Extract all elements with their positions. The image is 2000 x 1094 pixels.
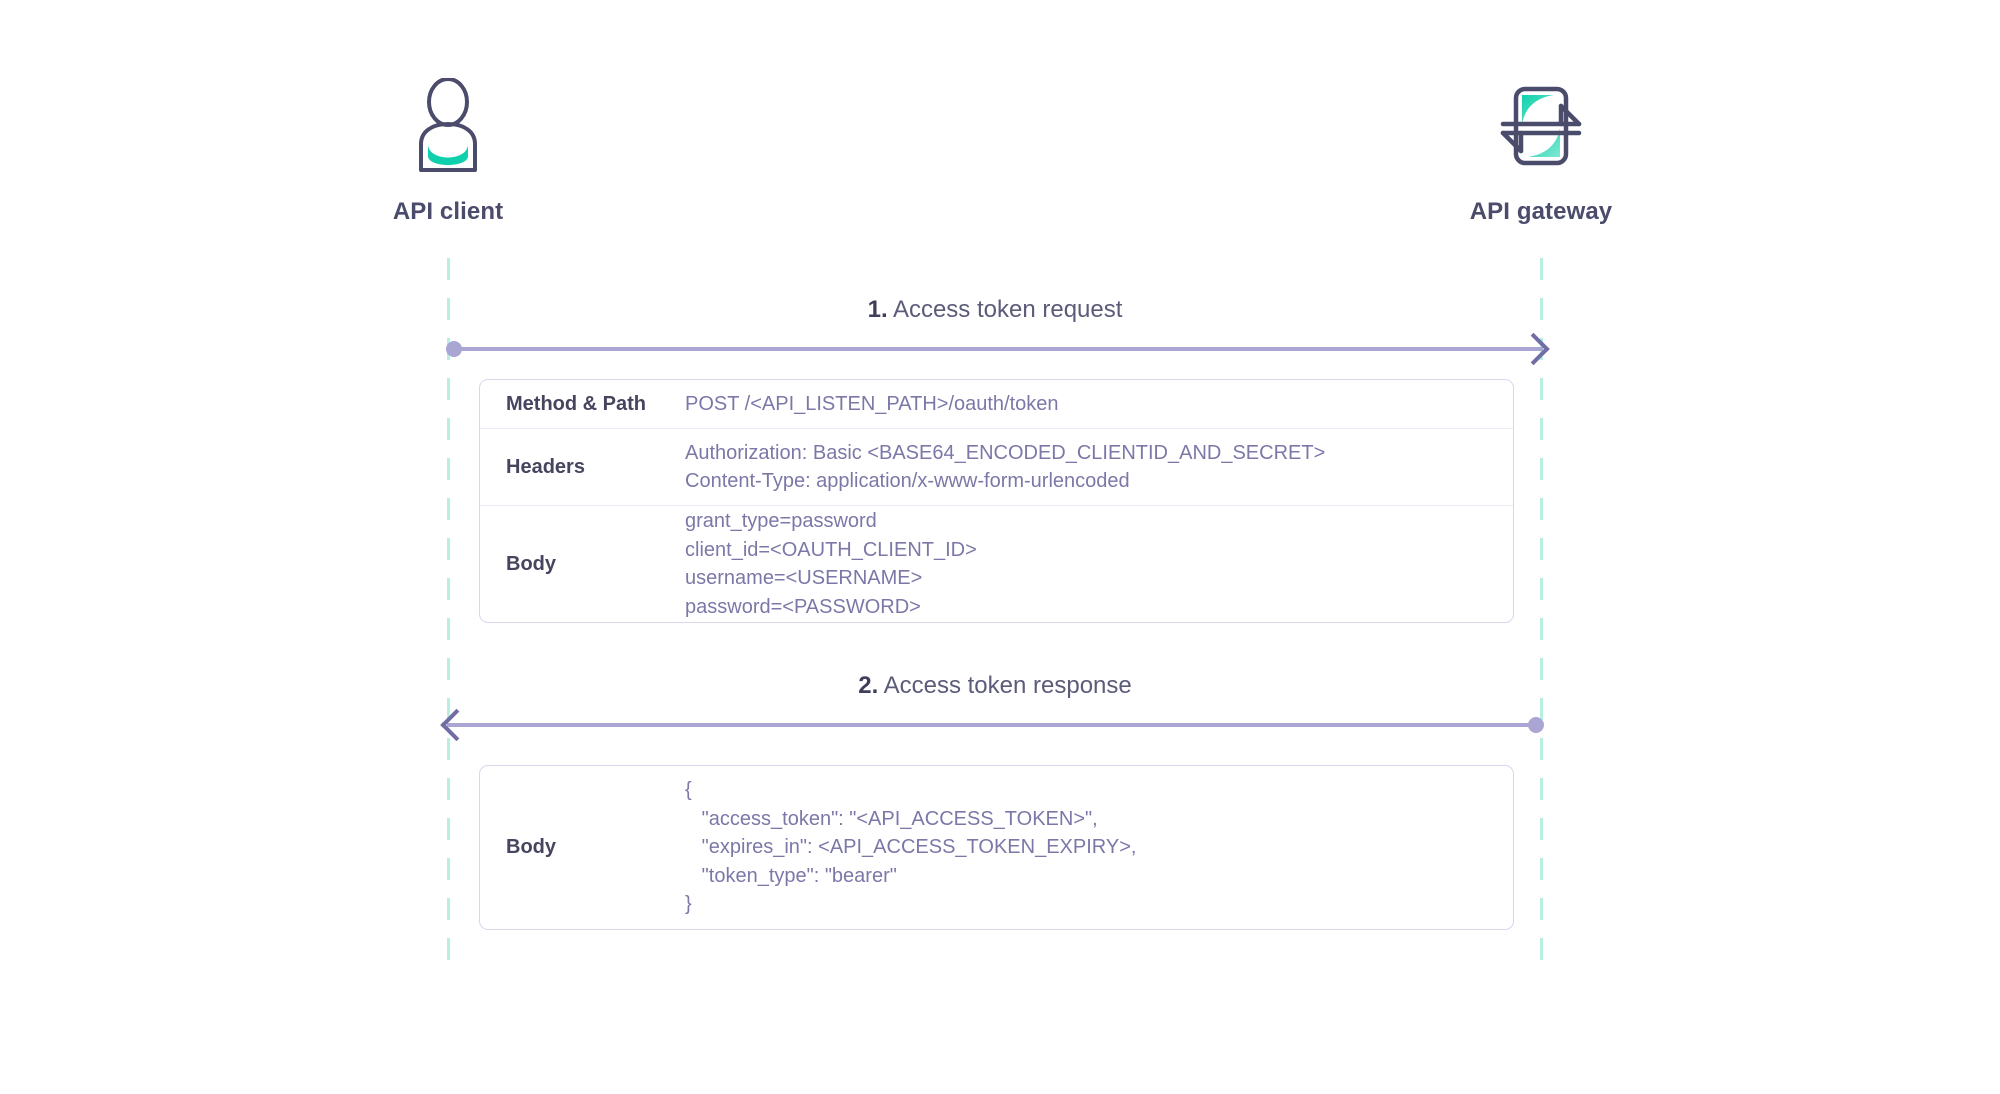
row-label-body: Body: [506, 836, 556, 858]
message-1-arrow: [446, 332, 1550, 366]
row-value-body: grant_type=password client_id=<OAUTH_CLI…: [685, 507, 1513, 621]
table-row: Body { "access_token": "<API_ACCESS_TOKE…: [480, 766, 1513, 929]
message-1-label: 1. Access token request: [447, 296, 1543, 324]
arrow-head-left-icon: [440, 708, 473, 742]
message-2-number: 2.: [858, 672, 879, 699]
value-line: {: [685, 779, 692, 802]
value-line: POST /<API_LISTEN_PATH>/oauth/token: [685, 392, 1059, 415]
row-label-headers: Headers: [506, 455, 585, 478]
value-line: password=<PASSWORD>: [685, 595, 921, 618]
request-details-panel: Method & Path POST /<API_LISTEN_PATH>/oa…: [479, 379, 1514, 623]
row-value-headers: Authorization: Basic <BASE64_ENCODED_CLI…: [685, 439, 1513, 496]
table-row: Body grant_type=password client_id=<OAUT…: [480, 506, 1513, 622]
value-line: "token_type": "bearer": [685, 864, 897, 887]
arrow-line: [447, 723, 1543, 727]
gateway-exchange-icon: [1391, 78, 1691, 174]
arrow-origin-dot: [1528, 717, 1544, 733]
message-2-label: 2. Access token response: [447, 672, 1543, 700]
row-value-body: { "access_token": "<API_ACCESS_TOKEN>", …: [685, 776, 1513, 919]
arrow-origin-dot: [446, 341, 462, 357]
message-2-access-token-response: 2. Access token response: [440, 672, 1544, 742]
actor-label-api-gateway: API gateway: [1469, 198, 1613, 225]
actor-api-client: API client: [298, 78, 598, 226]
row-value-method-path: POST /<API_LISTEN_PATH>/oauth/token: [685, 390, 1513, 419]
value-line: Content-Type: application/x-www-form-url…: [685, 470, 1130, 492]
actor-api-gateway: API gateway: [1391, 78, 1691, 226]
table-row: Headers Authorization: Basic <BASE64_ENC…: [480, 429, 1513, 506]
message-1-text: Access token request: [892, 296, 1123, 323]
response-details-panel: Body { "access_token": "<API_ACCESS_TOKE…: [479, 765, 1514, 930]
value-line: client_id=<OAUTH_CLIENT_ID>: [685, 538, 977, 561]
value-line: "expires_in": <API_ACCESS_TOKEN_EXPIRY>,: [685, 836, 1137, 859]
message-1-number: 1.: [867, 296, 888, 323]
lifeline-api-gateway: [1540, 258, 1543, 968]
arrow-line: [447, 347, 1543, 351]
table-row: Method & Path POST /<API_LISTEN_PATH>/oa…: [480, 380, 1513, 429]
row-label-body: Body: [506, 552, 556, 575]
actor-label-api-client: API client: [392, 198, 504, 225]
row-label-method-path: Method & Path: [506, 392, 646, 415]
lifeline-api-client: [447, 258, 450, 968]
value-line: Authorization: Basic <BASE64_ENCODED_CLI…: [685, 441, 1326, 464]
value-line: grant_type=password: [685, 510, 877, 532]
message-2-text: Access token response: [883, 672, 1132, 699]
value-line: }: [685, 893, 692, 916]
message-2-arrow: [440, 708, 1544, 742]
value-line: "access_token": "<API_ACCESS_TOKEN>",: [685, 807, 1098, 830]
value-line: username=<USERNAME>: [685, 567, 923, 589]
user-icon: [298, 78, 598, 174]
arrow-head-right-icon: [1517, 332, 1550, 366]
message-1-access-token-request: 1. Access token request: [446, 296, 1550, 366]
